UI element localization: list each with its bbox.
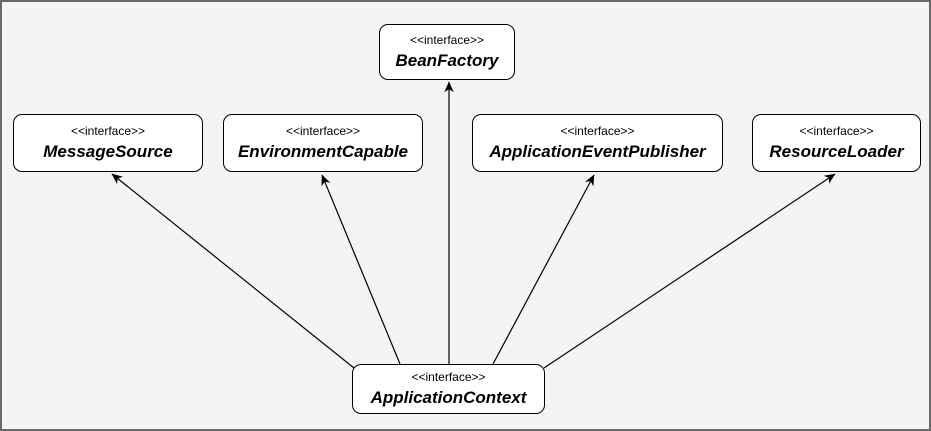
arrow-applicationcontext-to-environmentcapable <box>321 174 401 365</box>
stereotype-label: <<interface>> <box>285 124 361 138</box>
interface-name: MessageSource <box>43 142 173 161</box>
interface-name: BeanFactory <box>395 51 499 70</box>
node-environmentcapable: <<interface>> EnvironmentCapable <box>223 114 423 172</box>
stereotype-label: <<interface>> <box>411 370 486 384</box>
stereotype-label: <<interface>> <box>799 124 874 138</box>
node-applicationeventpublisher: <<interface>> ApplicationEventPublisher <box>472 114 723 172</box>
interface-name: ApplicationEventPublisher <box>489 142 706 161</box>
node-resourceloader: <<interface>> ResourceLoader <box>752 114 921 172</box>
interface-name: ApplicationContext <box>370 388 527 407</box>
interface-name: ResourceLoader <box>769 142 904 161</box>
stereotype-label: <<interface>> <box>70 124 146 138</box>
stereotype-label: <<interface>> <box>560 124 635 138</box>
node-messagesource: <<interface>> MessageSource <box>13 114 203 172</box>
arrow-applicationcontext-to-applicationeventpublisher <box>492 174 595 365</box>
arrow-applicationcontext-to-messagesource <box>111 173 355 369</box>
node-applicationcontext: <<interface>> ApplicationContext <box>352 364 545 414</box>
stereotype-label: <<interface>> <box>409 33 485 47</box>
interface-name: EnvironmentCapable <box>237 142 409 161</box>
node-beanfactory: <<interface>> BeanFactory <box>379 24 515 80</box>
arrow-applicationcontext-to-resourceloader <box>543 173 836 369</box>
